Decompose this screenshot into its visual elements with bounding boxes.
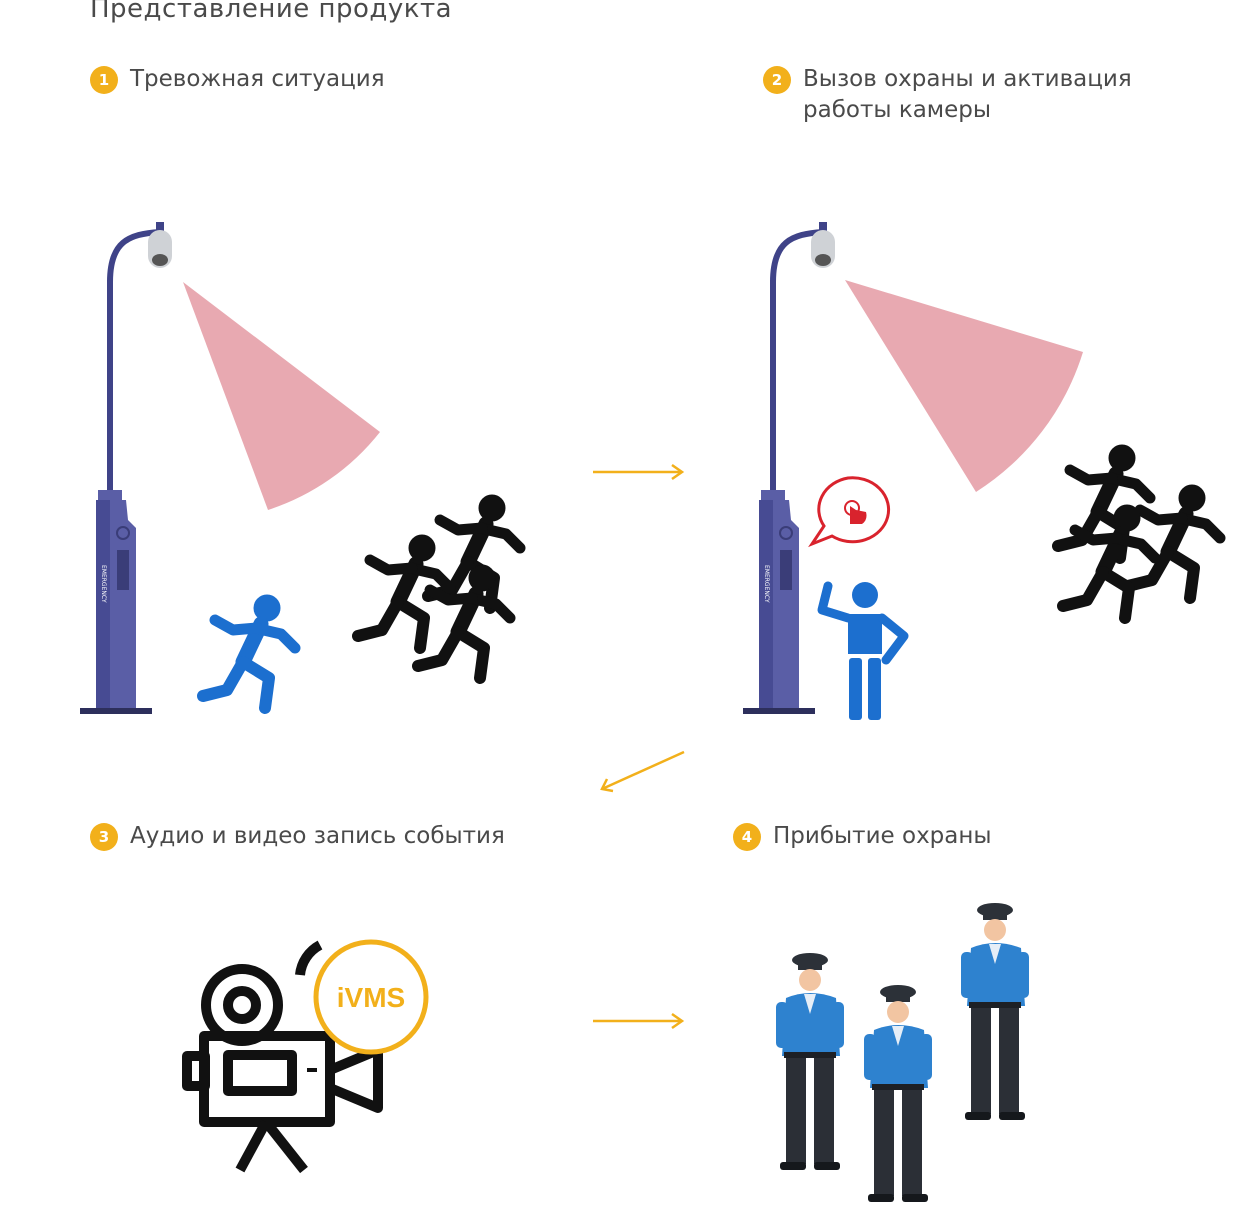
scene-4-guards-arrive xyxy=(776,903,1029,1202)
step-label: Тревожная ситуация xyxy=(130,66,385,92)
step-1: 1 Тревожная ситуация xyxy=(90,64,385,95)
guard-calling-icon xyxy=(817,581,909,720)
emergency-pole-icon xyxy=(80,222,172,714)
attackers-running-icon xyxy=(1058,445,1220,618)
step-label: Вызов охраны и активация работы камеры xyxy=(803,66,1132,123)
attackers-running-icon xyxy=(358,495,520,678)
emergency-pole-icon xyxy=(743,222,835,714)
step-4: 4 Прибытие охраны xyxy=(733,821,992,852)
step-3: 3 Аудио и видео запись события xyxy=(90,821,505,852)
step-number-badge: 4 xyxy=(733,823,761,851)
scene-1-alarm xyxy=(80,222,520,714)
step-label: Прибытие охраны xyxy=(773,823,992,849)
arrow-step-3-to-4-icon xyxy=(593,1012,685,1030)
alert-button-bubble-icon xyxy=(808,476,891,548)
arrow-step-2-to-3-icon xyxy=(600,750,685,793)
scene-2-call-guard xyxy=(743,222,1220,720)
page-title: Представление продукта xyxy=(90,0,453,24)
security-officer-icon xyxy=(776,953,844,1170)
camera-view-cone xyxy=(183,282,380,510)
arrow-step-1-to-2-icon xyxy=(593,463,685,481)
ivms-logo-text: iVMS xyxy=(337,982,405,1013)
victim-running-icon xyxy=(203,595,295,708)
step-2: 2 Вызов охраны и активация работы камеры xyxy=(763,64,1132,126)
scene-3-recording: iVMS xyxy=(182,939,429,1174)
ivms-logo-circle xyxy=(313,939,429,1055)
step-number-badge: 2 xyxy=(763,66,791,94)
security-officer-icon xyxy=(961,903,1029,1120)
video-camera-icon xyxy=(182,940,383,1174)
step-number-badge: 1 xyxy=(90,66,118,94)
camera-view-cone xyxy=(845,280,1083,492)
step-number-badge: 3 xyxy=(90,823,118,851)
step-label: Аудио и видео запись события xyxy=(130,823,505,849)
security-officer-icon xyxy=(864,985,932,1202)
